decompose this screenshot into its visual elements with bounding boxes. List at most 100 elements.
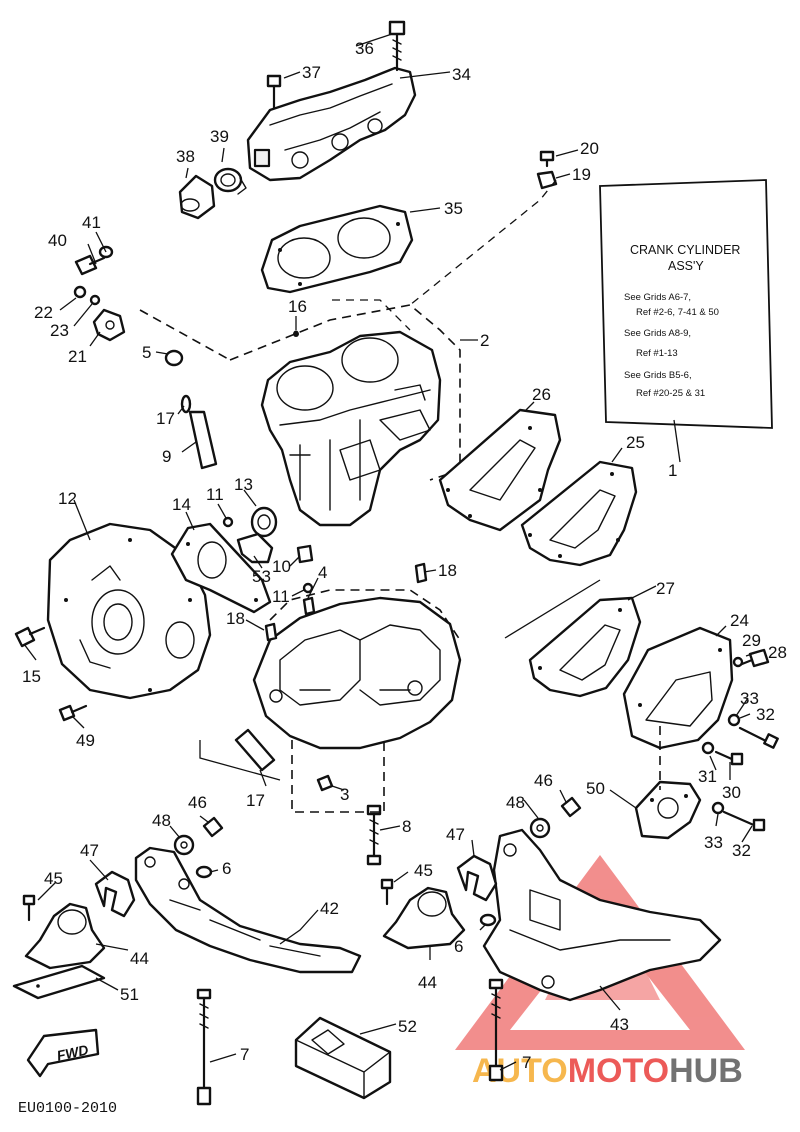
drawing-code: EU0100-2010 [18,1100,117,1117]
plate-21 [92,308,126,342]
callout-21: 21 [68,347,87,366]
info-box-title-1: CRANK CYLINDER [630,243,740,257]
bracket-42 [134,846,362,974]
gasket-14 [170,522,272,614]
block-52 [294,1016,392,1100]
washer-23 [89,294,101,306]
callout-13: 13 [234,475,253,494]
clip-19 [536,170,558,190]
screw-11-upper [222,516,234,528]
bolt-46-left [202,816,224,838]
callout-26: 26 [532,385,551,404]
bolt-45-right [380,878,394,906]
callout-41: 41 [82,213,101,232]
callout-2: 2 [480,331,489,350]
info-box-title-2: ASS'Y [668,259,704,273]
callout-40: 40 [48,231,67,250]
washer-33-upper [727,713,741,727]
bolt-30 [714,750,744,766]
engine-mount-44-right [382,886,466,950]
elbow-53 [236,532,274,564]
plate-25 [520,460,638,567]
callout-28: 28 [768,643,787,662]
screw-11-lower [302,582,314,594]
info-box-line-2: Ref #2-6, 7-41 & 50 [636,307,719,318]
callout-8: 8 [402,817,411,836]
bolt-32-lower [722,810,766,832]
callout-27: 27 [656,579,675,598]
callout-32-upper: 32 [756,705,775,724]
washer-48-right [529,817,551,839]
nipple-5 [164,349,184,367]
callout-42: 42 [320,899,339,918]
callout-29: 29 [742,631,761,650]
callout-18-lower: 18 [226,609,245,628]
callout-14: 14 [172,495,191,514]
callout-47-left: 47 [80,841,99,860]
callout-25: 25 [626,433,645,452]
callout-12: 12 [58,489,77,508]
info-box-line-3: See Grids A8-9, [624,328,691,339]
callout-7-left: 7 [240,1045,249,1064]
long-bolt-7-left [196,988,212,1106]
screw-22 [73,285,87,299]
callout-4: 4 [318,563,327,582]
bolt-45-left [22,894,36,922]
callout-34: 34 [452,65,471,84]
exhaust-cover-34 [246,66,417,182]
callout-45-left: 45 [44,869,63,888]
bolt-28 [740,648,770,668]
callout-33-lower: 33 [704,833,723,852]
callout-48-right: 48 [506,793,525,812]
bolt-36 [388,20,406,72]
callout-35: 35 [444,199,463,218]
crankcase-3 [252,589,462,750]
callout-48-left: 48 [152,811,171,830]
callout-24: 24 [730,611,749,630]
callout-1: 1 [668,461,677,480]
callout-33-upper: 33 [740,689,759,708]
bolt-37 [266,74,282,110]
callout-47-right: 47 [446,825,465,844]
fwd-arrow: FWD [26,1028,100,1078]
callout-10: 10 [272,557,291,576]
watermark-text: AUTOMOTOHUB [472,1052,743,1090]
gasket-27 [528,596,642,698]
fitting-38 [178,174,216,220]
callout-38: 38 [176,147,195,166]
washer-33-lower [711,801,725,815]
callout-46-right: 46 [534,771,553,790]
info-box-line-1: See Grids A6-7, [624,292,691,303]
engine-mount-44-left [24,902,106,970]
dowel-18-lower [264,622,278,642]
shim-47-left [94,870,136,918]
callout-49: 49 [76,731,95,750]
bolt-46-right [560,796,582,818]
dowel-18-upper [414,562,428,584]
callout-11-upper: 11 [206,485,224,504]
callout-19: 19 [572,165,591,184]
washer-29 [732,656,744,668]
info-box-line-6: Ref #20-25 & 31 [636,388,705,399]
washer-48-left [173,834,195,856]
screw-40 [74,254,106,276]
callout-52: 52 [398,1017,417,1036]
shim-47-right [456,854,498,902]
callout-46-left: 46 [188,793,207,812]
callout-22: 22 [34,303,53,322]
bolt-15 [14,626,46,648]
cylinder-block-2 [139,304,461,527]
gasket-35 [260,204,414,294]
info-box-line-5: See Grids B5-6, [624,370,692,381]
callout-45-right: 45 [414,861,433,880]
callout-44-left: 44 [130,949,149,968]
hose-9 [188,410,218,470]
nipple-10 [296,544,314,564]
hose-17-lower [234,728,276,772]
callout-32-lower: 32 [732,841,751,860]
info-box-line-4: Ref #1-13 [636,348,678,359]
flywheel-cover-12 [46,522,212,700]
callout-3: 3 [340,785,349,804]
callout-31: 31 [698,767,717,786]
